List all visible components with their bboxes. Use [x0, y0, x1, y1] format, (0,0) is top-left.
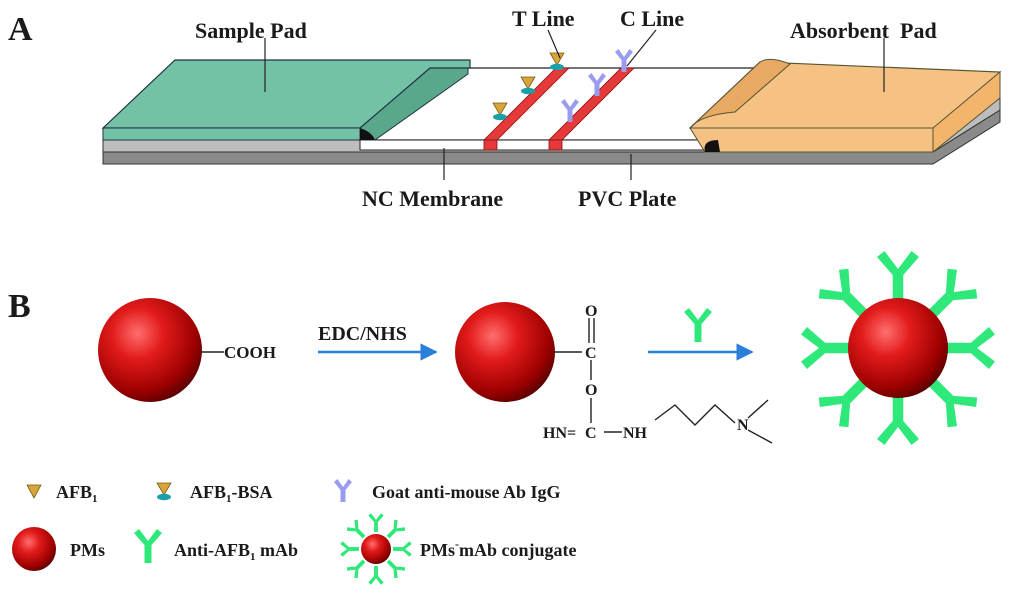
sample-pad: [101, 59, 471, 141]
legend-conjugate: PMs-mAb conjugate: [420, 537, 577, 560]
legend-pms: PMs: [70, 540, 105, 560]
chem-c-bottom: C: [585, 425, 597, 442]
legend: AFB1 AFB1-BSA Goat anti-mouse Ab IgG PMs…: [12, 479, 577, 585]
afb1-icon: [26, 484, 42, 499]
pm-bead: [98, 298, 202, 402]
anti-afb1-mab-icon: [134, 529, 162, 563]
chemical-structure: [554, 318, 773, 444]
chem-n: N: [737, 417, 749, 434]
panel-b-letter: B: [8, 288, 31, 325]
legend-afb1: AFB1: [56, 482, 98, 505]
label-nc-membrane: NC Membrane: [362, 186, 503, 211]
antibody-icon: [684, 308, 712, 342]
panel-a-letter: A: [8, 11, 33, 48]
chem-c-center: C: [585, 345, 597, 362]
label-absorbent-pad: Absorbent Pad: [790, 18, 937, 43]
reagent-label: EDC/NHS: [318, 323, 407, 345]
test-strip: [101, 49, 1002, 165]
leader-lines: [264, 29, 885, 180]
legend-anti-mab: Anti-AFB1 mAb: [174, 540, 298, 563]
legend-goat-ab: Goat anti-mouse Ab IgG: [372, 482, 561, 502]
cooh-label: COOH: [224, 343, 276, 362]
label-sample-pad: Sample Pad: [195, 18, 307, 43]
pm-mab-conjugate: [801, 251, 995, 445]
chem-o-top: O: [585, 303, 597, 320]
chem-o-mid: O: [585, 382, 597, 399]
label-t-line: T Line: [512, 6, 575, 31]
chem-nh: NH: [623, 425, 648, 442]
conjugate-icon: [340, 513, 412, 585]
chem-hn: HN=: [543, 425, 576, 442]
pm-bead: [455, 302, 555, 402]
absorbent-pad: [688, 58, 1002, 153]
goat-ab-icon: [334, 479, 352, 502]
afb1-bsa-icon: [156, 482, 172, 501]
label-c-line: C Line: [620, 6, 684, 31]
legend-afb1-bsa: AFB1-BSA: [190, 482, 273, 505]
pm-icon: [12, 527, 56, 571]
label-pvc-plate: PVC Plate: [578, 186, 677, 211]
afb1-bsa-icon: [549, 52, 565, 71]
